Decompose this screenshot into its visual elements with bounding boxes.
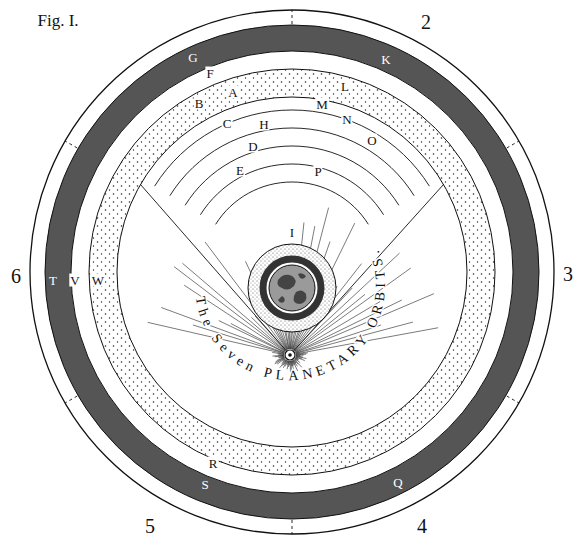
divider-line (65, 396, 77, 403)
sector-number: 5 (144, 516, 156, 536)
outer-circle (30, 10, 554, 534)
continents (278, 273, 307, 304)
orbit-arc (216, 182, 369, 224)
orbit-letter: S (200, 478, 209, 491)
sun-ray (278, 354, 284, 355)
divider-line (292, 10, 293, 24)
planetary-orbits (155, 110, 430, 224)
sector-number: 2 (420, 12, 432, 32)
sun (285, 350, 295, 360)
orbit-letter: W (91, 274, 105, 287)
sun-ray (272, 355, 284, 357)
orbit-letter: Q (392, 476, 403, 489)
orbit-arc (170, 128, 414, 196)
sector-dividers (65, 10, 519, 534)
sun-ray (295, 358, 299, 360)
orbit-letter: L (340, 80, 350, 93)
sun-ray (296, 354, 306, 355)
curved-caption: The Seven PLANETARY ORBITS. (193, 249, 388, 383)
sector-number: 6 (10, 266, 22, 286)
dotted-band (103, 83, 481, 461)
sun-ray (277, 357, 285, 360)
band-edge (71, 51, 513, 493)
orbit-letter: C (222, 117, 233, 130)
orbit-letter: M (315, 98, 329, 111)
orbit-letter: A (227, 86, 238, 99)
earth-globe (269, 265, 315, 311)
sun-ray (282, 359, 286, 364)
orbit-letter: P (313, 165, 322, 178)
divider-line (65, 141, 77, 148)
sun-ray (275, 358, 285, 363)
dark-band (58, 38, 526, 506)
sun-ray (279, 357, 284, 358)
orbit-arc (155, 110, 430, 186)
band-edge (45, 25, 539, 519)
band-edge (89, 69, 495, 475)
orbit-letter: K (380, 53, 391, 66)
orbit-letter: F (205, 67, 214, 80)
sun-core (288, 353, 292, 357)
sun-ray (280, 360, 287, 368)
orbit-letter: V (69, 274, 80, 287)
orbit-letter: H (258, 118, 269, 131)
orbit-letter: O (366, 134, 377, 147)
sun-ray (275, 358, 285, 364)
sector-number: 3 (562, 264, 574, 284)
divider-line (507, 396, 519, 403)
divider-line (507, 141, 519, 148)
orbit-letter: B (194, 97, 205, 110)
orbit-arc (200, 164, 383, 215)
orbit-letter: G (187, 51, 198, 64)
orbit-letter: N (341, 113, 352, 126)
orbit-letter: I (289, 226, 295, 239)
orbit-letter: E (235, 164, 245, 177)
sector-number: 4 (416, 516, 428, 536)
orbit-letter: T (48, 274, 58, 287)
figure-title: Fig. I. (36, 12, 79, 29)
orbit-letter: D (247, 140, 258, 153)
sun-ray (296, 353, 308, 354)
band-edge (117, 97, 467, 447)
sun-rays (148, 208, 438, 373)
orbit-letter: R (208, 457, 219, 470)
earth-ring (263, 259, 321, 317)
orbit-arc (185, 146, 399, 205)
divider-line (292, 520, 293, 534)
atmosphere (248, 244, 336, 332)
sun-ray (296, 356, 307, 358)
